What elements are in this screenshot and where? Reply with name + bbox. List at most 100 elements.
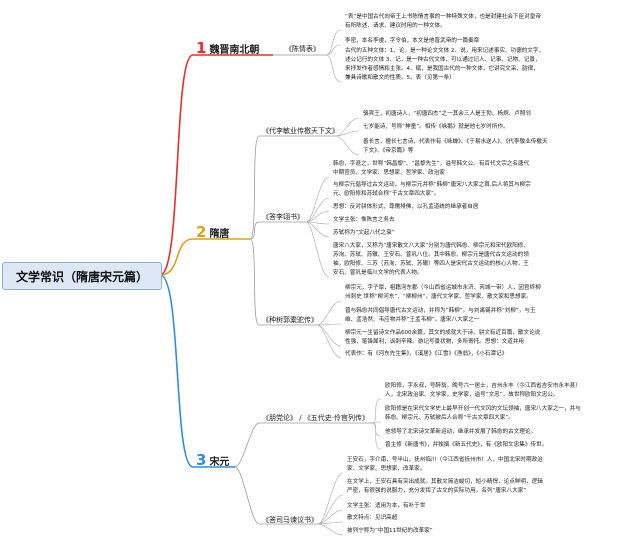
- branch-number: 1: [196, 39, 207, 57]
- leaf-line: 善长言，擅长七言诗，代表作有《咏蝉》、《于易水送人》、《代李敬业传檄天: [363, 139, 548, 145]
- leaf-line: 欧阳修，字永叔，号醉翁，晚号六一居士，吉州永丰（今江西省吉安市永丰县）: [385, 383, 581, 389]
- branch-number: 2: [196, 223, 207, 241]
- leaf-line: 苏洵、苏轼、苏辙、王安石、曾巩八位。其中韩愈、柳宗元是唐代古文运动的领: [333, 252, 529, 258]
- leaf-note[interactable]: 柳宗元，字子厚，祖籍河东郡（今山西省运城市永济、芮城一带）人，因官终柳州刺史 世…: [345, 284, 541, 302]
- leaf-connector: [305, 221, 330, 238]
- leaf-line: 他领导了北宋诗文革新运动，继承并发展了韩愈的古文理论。: [385, 429, 537, 435]
- leaf-line: 欧阳修是在宋代文学史上最早开创一代文风的文坛领袖，唐宋八大家之一，并与: [385, 406, 581, 412]
- leaf-note[interactable]: 李密，本名李虔，字令伯，本文是他晋武帝的一篇奏章: [345, 37, 479, 46]
- leaf-connector: [335, 117, 360, 137]
- leaf-connector: [305, 176, 330, 223]
- leaf-note[interactable]: 王安石，字介甫，号半山，抚州临川（今江西省抚州市）人，中国北宋时期政治家、文学家…: [347, 456, 543, 474]
- leaf-line: 州刺史 世称“柳河东”、“柳柳州”，唐代文学家、哲学家、散文家和思想家。: [345, 294, 532, 300]
- leaf-note[interactable]: 骆宾王，初唐诗人，“初唐四杰”之一其余三人是王勃、杨炯、卢照邻: [363, 110, 531, 119]
- leaf-line: 袖，欧阳修、三苏（苏洵、苏轼、苏辙）等四人是宋代古文运动的核心人物，王: [333, 261, 529, 267]
- leaf-line: 被列宁称为“中国11世纪的改革家”: [347, 528, 433, 534]
- leaf-connector: [371, 422, 382, 437]
- leaf-line: 在文学上，王安石具有突出成就。其散文简洁峻切，短小精悍，论点鲜明，逻辑: [347, 479, 543, 485]
- leaf-note[interactable]: 唐宋八大家，又称为“唐宋散文八大家”分别为唐代韩愈、柳宗元和宋代欧阳修、苏洵、苏…: [333, 242, 529, 278]
- leaf-connector: [317, 523, 344, 536]
- leaf-connector: [317, 472, 344, 525]
- leaf-connector: [317, 494, 344, 525]
- leaf-note[interactable]: 七岁能诗，号称“神童”。相传《咏鹅》就是他七岁时所作。: [363, 123, 509, 132]
- leaf-line: 下文》、《帝京篇》等: [363, 148, 414, 154]
- leaf-note[interactable]: 古代的五种文体：1、论，是一种论文文体 2、说，用来记述事实、功德的文字，述公记…: [345, 47, 544, 83]
- leaf-line: 王安石，字介甫，号半山，抚州临川（今江西省抚州市）人，中国北宋时期政治: [347, 457, 543, 463]
- topic-connector: [249, 135, 260, 240]
- leaf-note[interactable]: 在文学上，王安石具有突出成就。其散文简洁峻切，短小精悍，论点鲜明，逻辑严密，有很…: [347, 478, 543, 496]
- leaf-line: 兼具诗歌和散文的性质。5、表（见第一条）: [345, 75, 455, 81]
- leaf-note[interactable]: 思想：反对骈体形式，尊儒排佛，以孔孟道统的继承者自居: [333, 203, 478, 212]
- leaf-line: 性强，笔锋犀利，讽刺辛辣。游记写景状物，多所寄托。思想：文道并用: [345, 339, 525, 345]
- topic-title[interactable]: 《代李敏业传檄天下文》: [262, 127, 339, 135]
- branch-label: 宋元: [209, 456, 230, 468]
- branch-connector: [159, 238, 194, 276]
- topic-title[interactable]: 《种树郭橐驼传》: [262, 316, 318, 324]
- leaf-line: 曾主修《新唐书》，并独撰《新五代史》，有《欧阳文忠集》传世。: [385, 442, 548, 448]
- leaf-line: 与柳宗元倡导过古文运动，与柳宗元并称“韩柳”唐宋八大家之首,后人将其与柳宗: [333, 182, 531, 188]
- leaf-note[interactable]: 文学主张：惟陈言之务去: [333, 216, 395, 225]
- branch-label: 隋唐: [209, 228, 230, 240]
- branch-label: 魏晋南北朝: [209, 44, 260, 56]
- topic-connector: [234, 466, 260, 525]
- leaf-connector: [316, 300, 342, 326]
- leaf-connector: [371, 398, 382, 424]
- leaf-line: 柳宗元一生留诗文作品600余篇，其文的成就大于诗。骈文有近百篇，散文论说: [345, 330, 541, 336]
- branch-connector: [159, 54, 194, 276]
- topic-connector: [234, 422, 260, 468]
- leaf-connector: [371, 422, 382, 450]
- leaf-note[interactable]: 曾主修《新唐书》，并独撰《新五代史》，有《欧阳文忠集》传世。: [385, 441, 547, 450]
- leaf-line: 柳宗元，字子厚，祖籍河东郡（今山西省运城市永济、芮城一带）人，因官终柳: [345, 285, 541, 291]
- leaf-line: 七岁能诗，号称“神童”。相传《咏鹅》就是他七岁时所作。: [363, 124, 509, 130]
- leaf-note[interactable]: 被列宁称为“中国11世纪的改革家”: [347, 527, 433, 536]
- leaf-connector: [317, 521, 344, 525]
- topic-title[interactable]: 《答李翊书》: [262, 213, 304, 221]
- leaf-connector: [316, 324, 342, 359]
- leaf-note[interactable]: 曾与韩愈共同倡导唐代古文运动，并称为“韩柳”。与刘禹锡并称“刘柳”，与王维、孟浩…: [345, 307, 536, 325]
- leaf-line: 安石、曾巩是临川文学的代表人物。: [333, 270, 423, 276]
- topic-connector: [249, 221, 260, 240]
- branch-number: 3: [196, 451, 207, 469]
- leaf-note[interactable]: 代表作：有《河东先生集》，《溪居》《江雪》《渔翁》，《小石潭记》: [345, 350, 507, 359]
- leaf-line: 文学主张：适用为本，有补于世: [347, 503, 426, 509]
- leaf-note[interactable]: 韩愈，字退之，世称“韩昌黎”、“昌黎先生”，谥号韩文公。有百代文宗之名唐代中期官…: [333, 160, 529, 178]
- topic-title[interactable]: 《朋党论》 / 《五代史·伶官列传》: [262, 414, 370, 422]
- leaf-line: 唐宋八大家，又称为“唐宋散文八大家”分别为唐代韩愈、柳宗元和宋代欧阳修、: [333, 243, 529, 249]
- leaf-note[interactable]: 散文特点：见识高超: [347, 514, 397, 523]
- leaf-note[interactable]: 他领导了北宋诗文革新运动，继承并发展了韩愈的古文理论。: [385, 428, 536, 437]
- leaf-note[interactable]: 苏轼称为“文起八代之衰”: [333, 229, 395, 238]
- leaf-line: 骆宾王，初唐诗人，“初唐四杰”之一其余三人是王勃、杨炯、卢照邻: [363, 111, 532, 117]
- leaf-line: 韩愈、柳宗元、苏轼被后人合称“千古文章四大家”。: [385, 415, 514, 421]
- leaf-note[interactable]: “表”是中国古代向帝王上书陈情言事的一种特殊文体，也是封建社会下臣对皇帝有所陈述…: [345, 13, 541, 31]
- leaf-note[interactable]: 欧阳修，字永叔，号醉翁，晚号六一居士，吉州永丰（今江西省吉安市永丰县） 人，北宋政…: [385, 382, 581, 400]
- leaf-note[interactable]: 柳宗元一生留诗文作品600余篇，其文的成就大于诗。骈文有近百篇，散文论说性强，笔…: [345, 329, 540, 347]
- leaf-line: 曾与韩愈共同倡导唐代古文运动，并称为“韩柳”。与刘禹锡并称“刘柳”，与王: [345, 308, 536, 314]
- leaf-line: 维、孟浩然、韦应物并称“王孟韦柳”。唐宋八大家之一: [345, 317, 480, 323]
- leaf-line: 中期官员，文学家、思想家、哲学家、政治家: [333, 170, 445, 176]
- leaf-line: 思想：反对骈体形式，尊儒排佛，以孔孟道统的继承者自居: [333, 204, 479, 210]
- leaf-connector: [305, 197, 330, 223]
- leaf-connector: [305, 210, 330, 223]
- topic-title[interactable]: 《答司马谏议书》: [262, 516, 318, 524]
- leaf-line: 有所陈述、请求、建议时用的一种文体。: [345, 23, 446, 29]
- leaf-line: 来抒发作者感情和主张。4、赋，是我国古代的一种文体，它讲究文采、韵律，: [345, 66, 539, 72]
- leaf-connector: [335, 130, 360, 137]
- leaf-note[interactable]: 与柳宗元倡导过古文运动，与柳宗元并称“韩柳”唐宋八大家之首,后人将其与柳宗元、欧…: [333, 181, 531, 199]
- topic-title[interactable]: 《陈情表》: [285, 45, 320, 53]
- leaf-line: “表”是中国古代向帝王上书陈情言事的一种特殊文体，也是封建社会下臣对皇帝: [345, 14, 541, 20]
- leaf-line: 古代的五种文体：1、论，是一种论文文体 2、说，用来记述事实、功德的文字，: [345, 48, 545, 54]
- leaf-note[interactable]: 文学主张：适用为本，有补于世: [347, 502, 425, 511]
- leaf-note[interactable]: 欧阳修是在宋代文学史上最早开创一代文风的文坛领袖，唐宋八大家之一，并与韩愈、柳宗…: [385, 405, 581, 423]
- leaf-connector: [325, 44, 342, 56]
- leaf-line: 代表作：有《河东先生集》，《溪居》《江雪》《渔翁》，《小石潭记》: [345, 351, 508, 357]
- leaf-note[interactable]: 善长言，擅长七言诗，代表作有《咏蝉》、《于易水送人》、《代李敬业传檄天下文》、《…: [363, 138, 548, 156]
- leaf-line: 苏轼称为“文起八代之衰”: [333, 230, 395, 236]
- leaf-line: 人，北宋政治家、文学家，史学家，谥号“文忠”，故世称欧阳文忠公。: [385, 392, 559, 398]
- leaf-connector: [305, 221, 330, 278]
- root-topic[interactable]: 文学常识（隋唐宋元篇）: [2, 262, 162, 290]
- leaf-connector: [305, 221, 330, 225]
- leaf-connector: [316, 323, 342, 326]
